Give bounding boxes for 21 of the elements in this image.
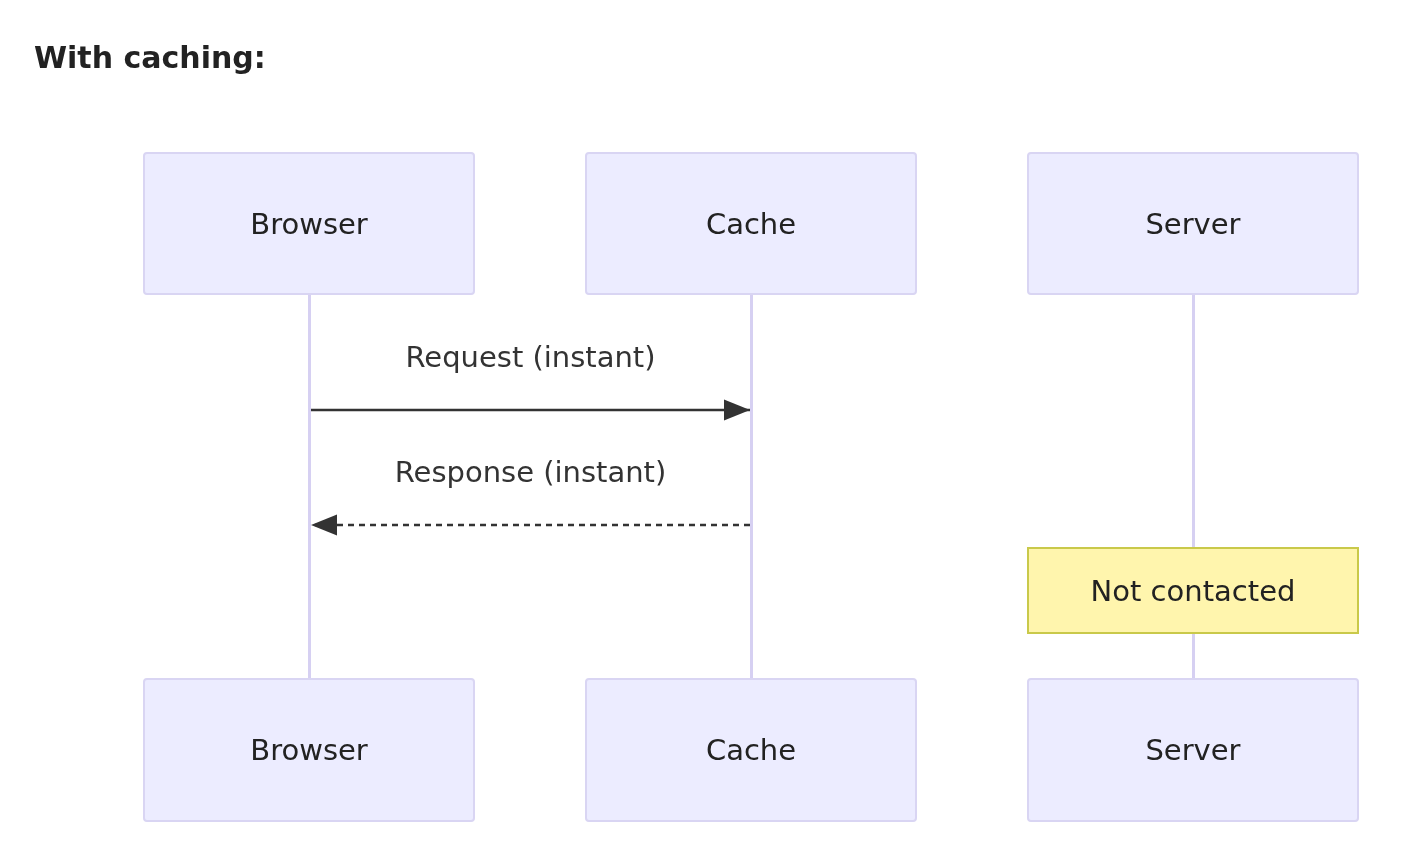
- node-label: Browser: [250, 206, 368, 241]
- lifeline: [750, 295, 753, 678]
- participant-box: [585, 152, 917, 295]
- participant-box: [143, 678, 475, 822]
- participant-box: [1027, 678, 1359, 822]
- message-arrow: [311, 514, 750, 536]
- note-box: [1027, 547, 1359, 634]
- node-label: Not contacted: [1090, 573, 1296, 608]
- node-label: Browser: [250, 733, 368, 767]
- node-label: Cache: [705, 733, 797, 767]
- diagram-title: With caching:: [34, 40, 266, 75]
- lifeline: [1192, 634, 1195, 678]
- participant-box: [1027, 152, 1359, 295]
- lifeline: [1192, 295, 1195, 547]
- node-label: Server: [1145, 733, 1241, 767]
- message-arrow: [311, 399, 750, 421]
- lifeline: [308, 295, 311, 678]
- participant-box: [585, 678, 917, 822]
- node-label: Cache: [705, 206, 797, 241]
- node-label: Server: [1145, 206, 1241, 241]
- participant-box: [143, 152, 475, 295]
